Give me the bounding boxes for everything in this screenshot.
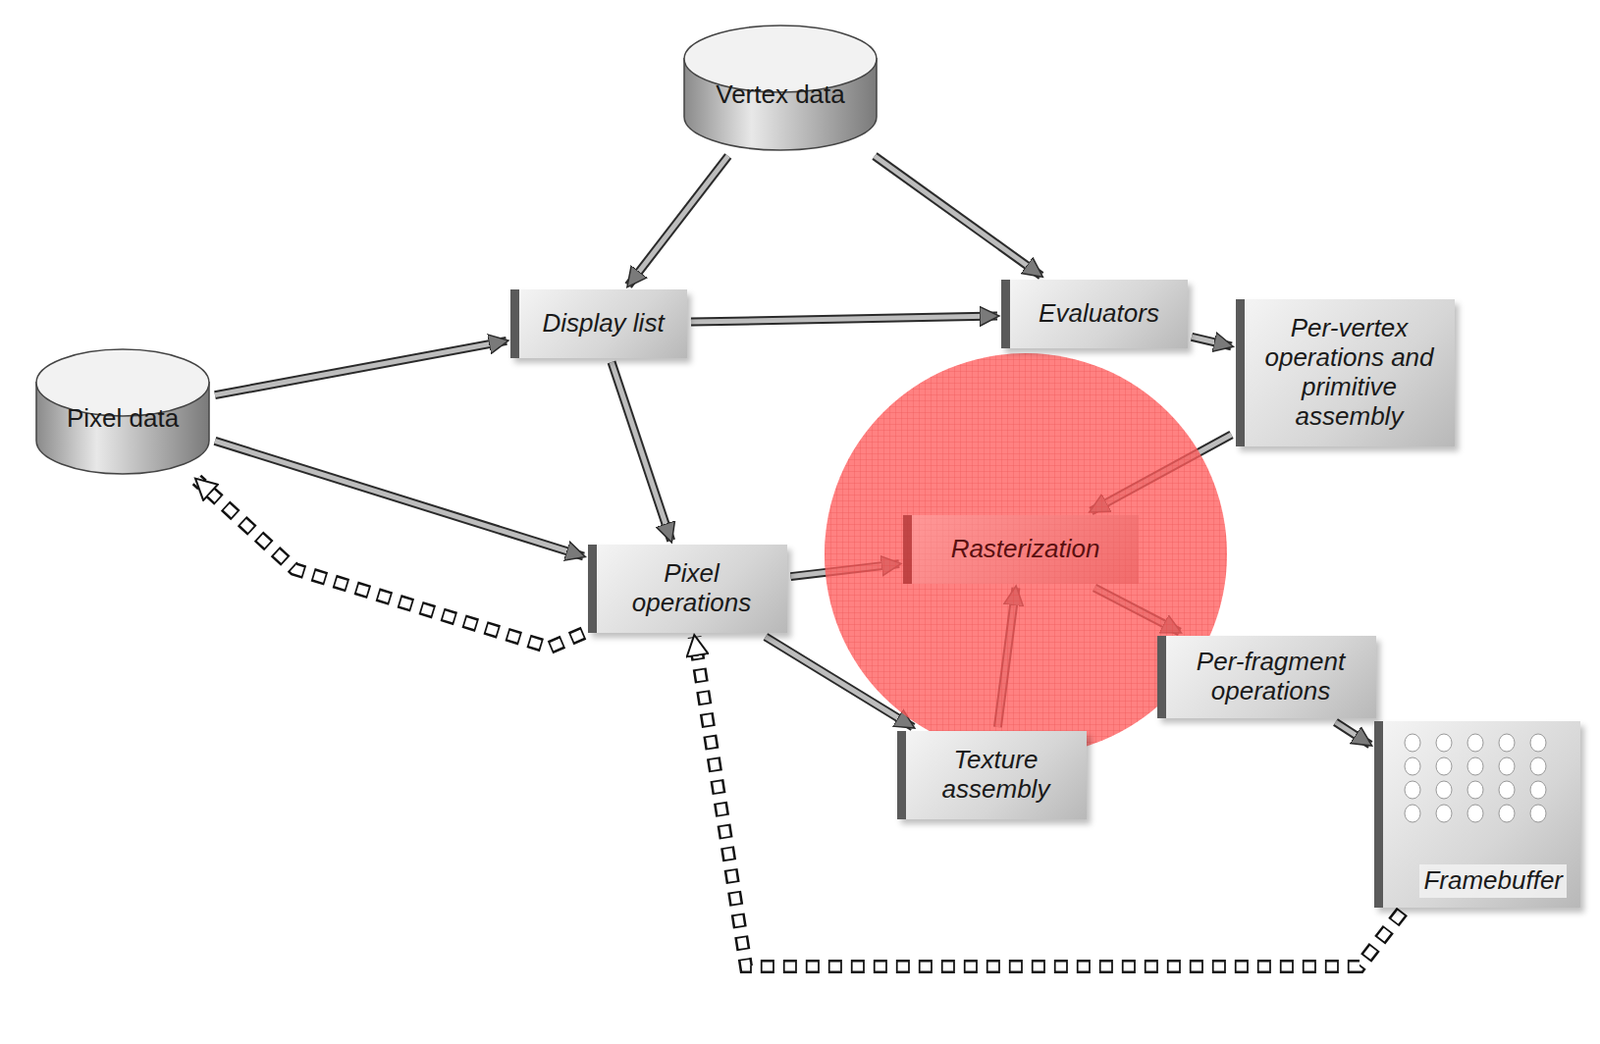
- pixel-dot: [1436, 734, 1452, 752]
- arrow-outline: [691, 316, 998, 322]
- pixel-dot: [1530, 781, 1547, 800]
- flow-arrow: [611, 362, 672, 541]
- pixel-dot: [1467, 757, 1484, 776]
- pixel-dot: [1498, 781, 1515, 800]
- dotted-line: [197, 480, 585, 648]
- node-label: Framebuffer: [1419, 864, 1567, 899]
- flow-arrow: [874, 156, 1042, 276]
- flow-arrow: [1191, 336, 1232, 347]
- arrow-outline: [874, 156, 1042, 276]
- process-box: Per-fragment operations: [1157, 636, 1377, 719]
- node-label: Per-fragment operations: [1179, 647, 1363, 707]
- arrow-outline: [214, 340, 507, 395]
- arrow-outline: [1335, 722, 1372, 746]
- pixel-dot: [1404, 734, 1421, 752]
- process-box: Evaluators: [1001, 279, 1188, 349]
- arrow-outline: [628, 156, 729, 286]
- pixel-dot: [1404, 781, 1421, 800]
- node-label: Pixel data: [66, 404, 179, 434]
- arrow-body: [628, 156, 729, 286]
- pixel-dot: [1498, 804, 1515, 823]
- arrow-body: [214, 340, 507, 395]
- pixel-dot: [1436, 781, 1452, 800]
- node-label: Rasterization: [951, 534, 1101, 565]
- arrow-body: [611, 362, 672, 541]
- arrow-body: [1335, 722, 1372, 746]
- flow-arrow: [628, 156, 729, 286]
- node-label: Texture assembly: [919, 746, 1073, 805]
- pixel-dot: [1404, 757, 1421, 776]
- process-box: Per-vertex operations and primitive asse…: [1235, 299, 1455, 447]
- dotted-line-inner: [197, 480, 585, 648]
- pixel-dot: [1498, 734, 1515, 752]
- node-label: Display list: [541, 309, 664, 339]
- pixel-dot: [1436, 804, 1452, 823]
- flow-arrow: [691, 316, 998, 322]
- pixel-dot: [1436, 757, 1452, 776]
- pixel-dot: [1467, 781, 1484, 800]
- pixel-dot: [1530, 804, 1547, 823]
- node-label: Pixel operations: [610, 559, 774, 619]
- process-box: Texture assembly: [897, 731, 1087, 820]
- arrow-body: [874, 156, 1042, 276]
- pixel-dot: [1530, 734, 1547, 752]
- arrow-outline: [611, 362, 672, 541]
- pixel-dot: [1467, 734, 1484, 752]
- pixel-dot: [1467, 804, 1484, 823]
- flow-arrow: [214, 340, 507, 395]
- arrow-body: [691, 316, 998, 322]
- arrow-body: [1191, 336, 1232, 347]
- pixel-dot: [1498, 757, 1515, 776]
- process-box: Display list: [510, 289, 688, 359]
- pixel-dot: [1530, 757, 1547, 776]
- readback-arrow: [197, 480, 585, 648]
- node-label: Per-vertex operations and primitive asse…: [1258, 314, 1441, 432]
- pixel-dot: [1404, 804, 1421, 823]
- node-label: Vertex data: [715, 80, 846, 110]
- data-cylinder: Pixel data: [34, 348, 212, 477]
- flow-arrow: [1335, 722, 1372, 746]
- node-label: Evaluators: [1038, 299, 1160, 329]
- arrow-outline: [1191, 336, 1232, 347]
- process-box: Rasterization: [903, 515, 1139, 585]
- framebuffer-box: Framebuffer: [1374, 721, 1581, 908]
- data-cylinder: Vertex data: [682, 24, 879, 153]
- process-box: Pixel operations: [587, 544, 788, 634]
